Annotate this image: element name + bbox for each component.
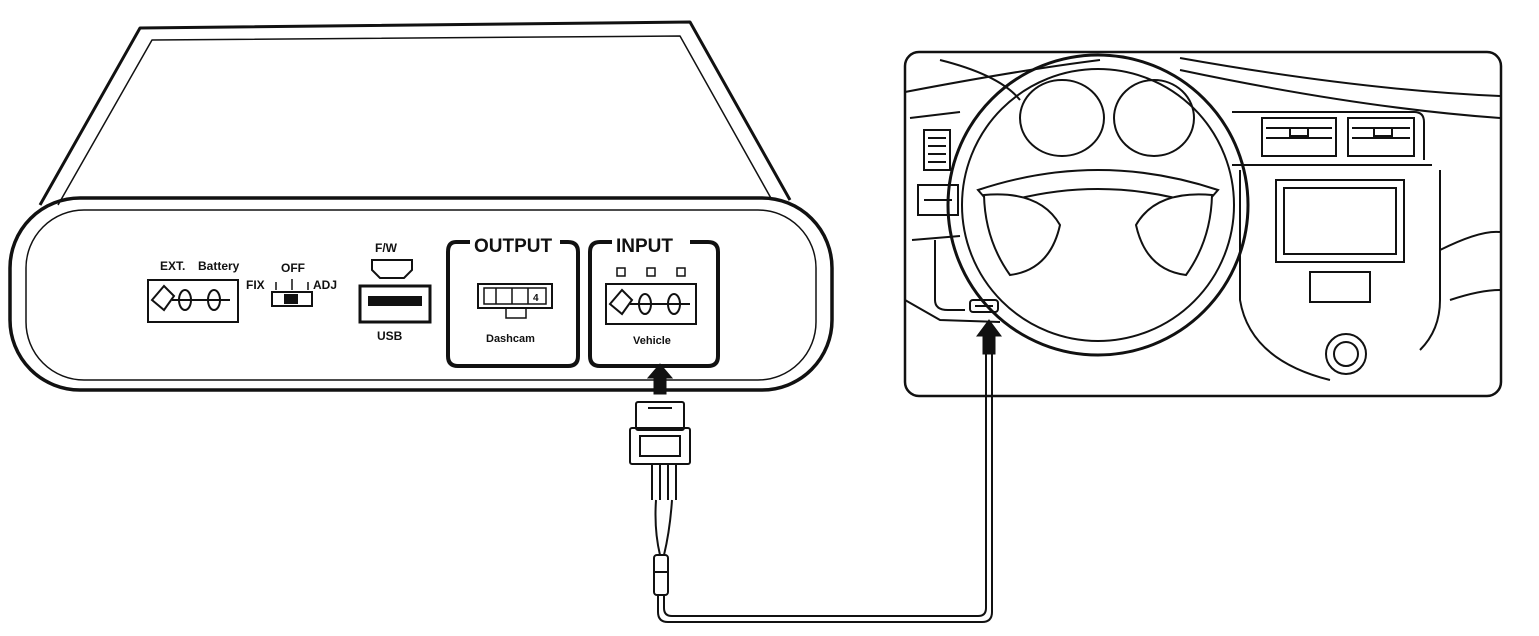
input-title: INPUT	[616, 236, 673, 257]
output-pin-number: 4	[533, 293, 539, 304]
usb-label: USB	[377, 329, 403, 343]
output-section: OUTPUT 4 Dashcam	[446, 236, 580, 368]
obd-port-icon	[969, 299, 999, 313]
cable	[657, 352, 993, 623]
ext-port-socket	[147, 279, 239, 323]
output-title: OUTPUT	[474, 236, 553, 257]
switch-adj-label: ADJ	[313, 278, 337, 292]
box-top-outline	[38, 20, 792, 206]
input-section: INPUT Vehicle	[588, 236, 720, 368]
ext-battery-port: EXT. Battery	[147, 259, 240, 323]
input-led-3	[676, 267, 686, 277]
fw-usb-ports: F/W USB	[358, 241, 432, 343]
box-front-panel	[8, 196, 834, 392]
dashcam-label: Dashcam	[486, 333, 535, 345]
steering-wheel-icon	[946, 53, 1250, 357]
input-led-2	[646, 267, 656, 277]
switch-knob	[284, 294, 298, 304]
car-interior-panel	[903, 50, 1503, 398]
box-top-bevel	[57, 35, 773, 206]
up-arrow-icon	[646, 363, 674, 395]
obd-up-arrow-icon	[976, 319, 1002, 355]
fw-label: F/W	[375, 241, 398, 255]
vehicle-label: Vehicle	[633, 335, 671, 347]
switch-off-label: OFF	[281, 261, 305, 275]
switch-fix-label: FIX	[246, 278, 265, 292]
switch-slot	[271, 291, 313, 307]
box-front-inner	[25, 209, 817, 381]
input-led-1	[616, 267, 626, 277]
plug-connector-icon	[629, 401, 691, 596]
usb-port	[358, 284, 432, 324]
battery-label: Battery	[198, 259, 240, 273]
power-box	[8, 20, 834, 392]
ext-label: EXT.	[160, 259, 185, 273]
vehicle-port	[605, 283, 697, 325]
micro-usb-port	[371, 259, 413, 279]
mode-switch: OFF FIX ADJ	[246, 261, 337, 307]
